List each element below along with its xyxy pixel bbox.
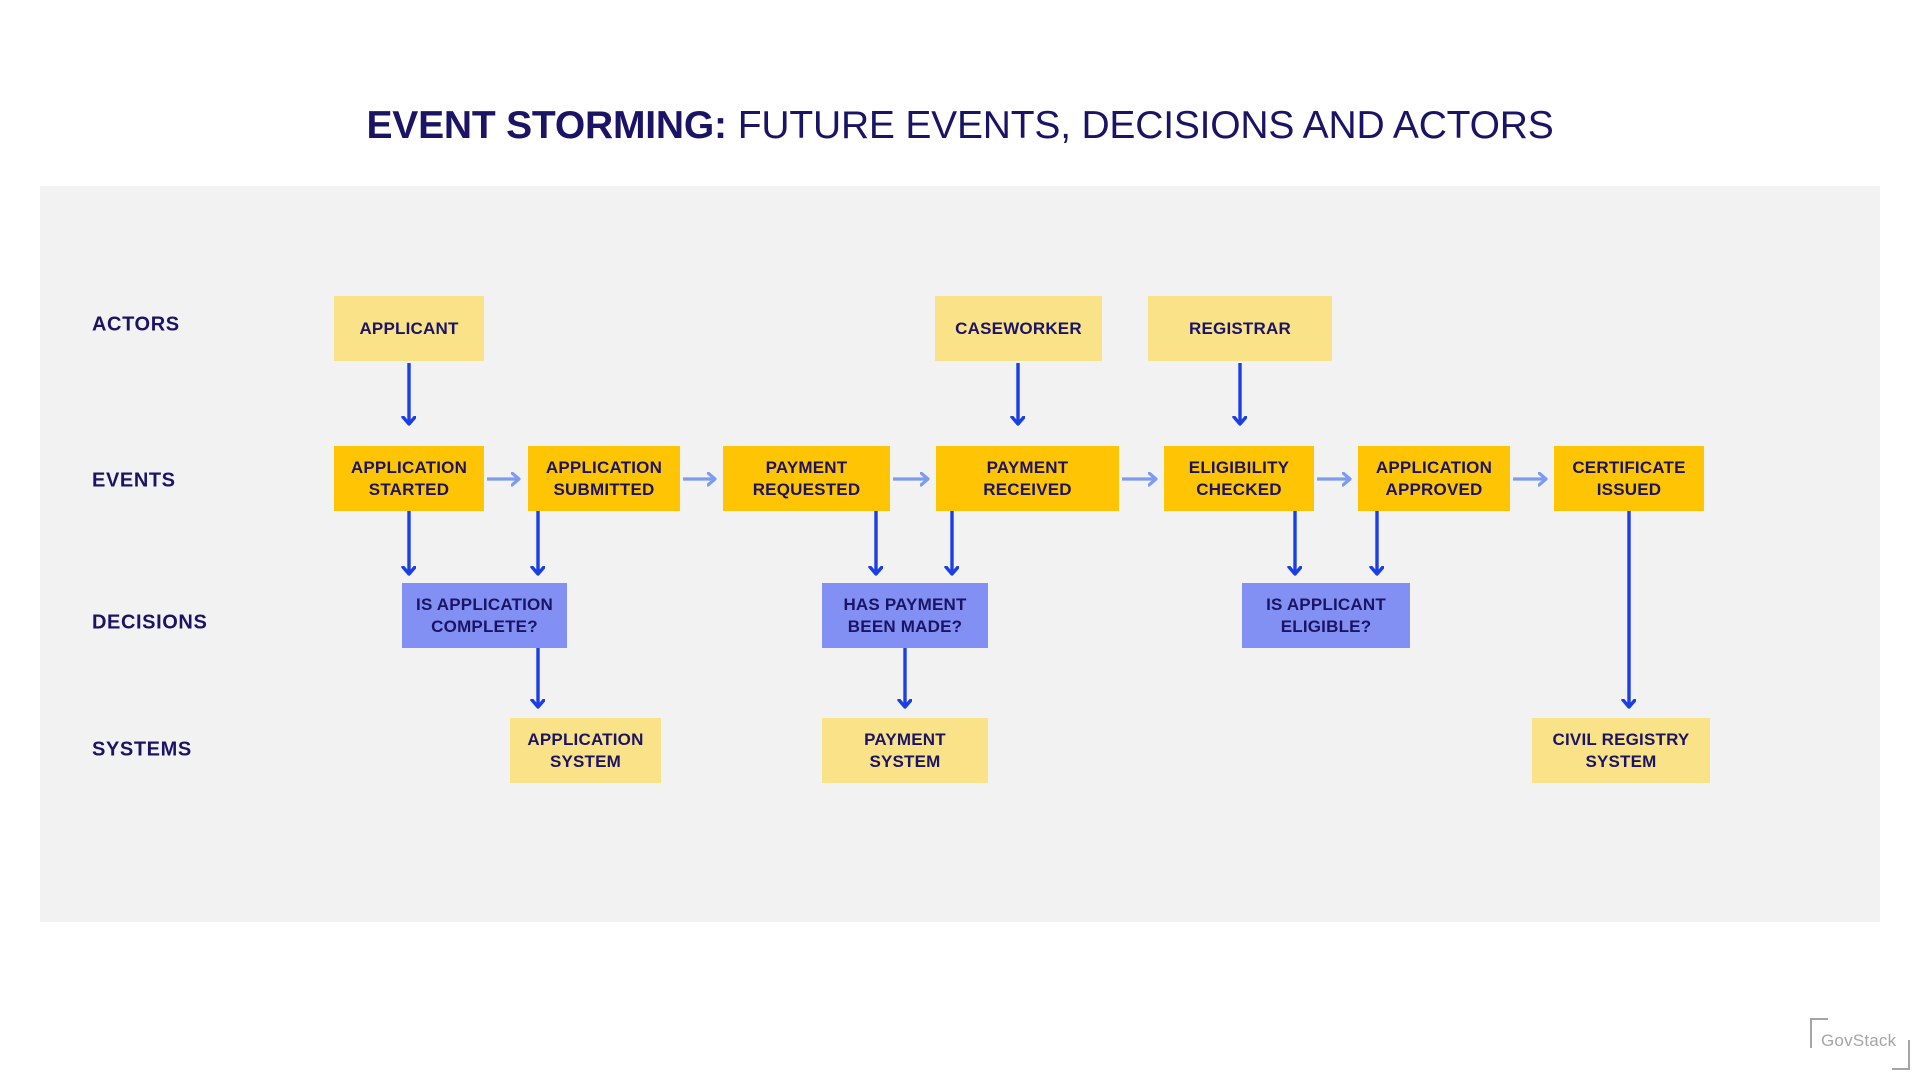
event-box-payment-received: PAYMENT RECEIVED bbox=[936, 446, 1119, 511]
page-title: EVENT STORMING:FUTURE EVENTS, DECISIONS … bbox=[0, 104, 1920, 148]
logo-bracket-top-left-icon bbox=[1810, 1018, 1828, 1048]
event-box-application-approved: APPLICATION APPROVED bbox=[1358, 446, 1510, 511]
actor-box-caseworker: CASEWORKER bbox=[935, 296, 1102, 361]
logo-bracket-bottom-right-icon bbox=[1892, 1040, 1910, 1070]
logo-text: GovStack bbox=[1821, 1031, 1897, 1050]
lane-label-decisions: DECISIONS bbox=[92, 611, 208, 634]
lane-label-events: EVENTS bbox=[92, 469, 176, 492]
decision-box-is-application-complete: IS APPLICATION COMPLETE? bbox=[402, 583, 567, 648]
page-title-emphasis: EVENT STORMING: bbox=[366, 104, 727, 147]
system-box-application-system: APPLICATION SYSTEM bbox=[510, 718, 661, 783]
lane-label-systems: SYSTEMS bbox=[92, 738, 192, 761]
event-box-application-started: APPLICATION STARTED bbox=[334, 446, 484, 511]
actor-box-registrar: REGISTRAR bbox=[1148, 296, 1332, 361]
actor-box-applicant: APPLICANT bbox=[334, 296, 484, 361]
event-box-eligibility-checked: ELIGIBILITY CHECKED bbox=[1164, 446, 1314, 511]
decision-box-is-applicant-eligible: IS APPLICANT ELIGIBLE? bbox=[1242, 583, 1410, 648]
event-box-certificate-issued: CERTIFICATE ISSUED bbox=[1554, 446, 1704, 511]
govstack-logo: GovStack bbox=[1810, 1018, 1910, 1070]
event-box-application-submitted: APPLICATION SUBMITTED bbox=[528, 446, 680, 511]
system-box-payment-system: PAYMENT SYSTEM bbox=[822, 718, 988, 783]
system-box-civil-registry-system: CIVIL REGISTRY SYSTEM bbox=[1532, 718, 1710, 783]
lane-label-actors: ACTORS bbox=[92, 313, 180, 336]
decision-box-has-payment-been-made: HAS PAYMENT BEEN MADE? bbox=[822, 583, 988, 648]
event-box-payment-requested: PAYMENT REQUESTED bbox=[723, 446, 890, 511]
page-title-rest: FUTURE EVENTS, DECISIONS AND ACTORS bbox=[737, 104, 1554, 147]
